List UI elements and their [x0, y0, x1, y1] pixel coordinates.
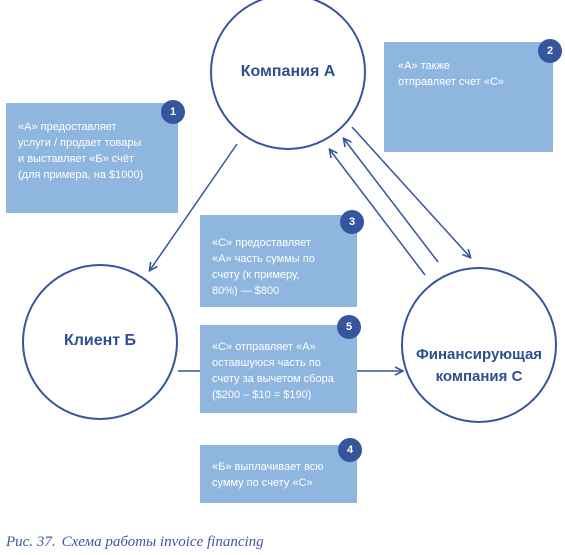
- arrow-a-to-c: [351, 126, 470, 257]
- figure-number: Рис. 37.: [6, 534, 56, 550]
- client-b-node: [22, 264, 178, 420]
- arrow-c-to-a-first: [344, 139, 439, 263]
- figure-caption: Рис. 37. Схема работы invoice financing: [6, 534, 264, 551]
- step-1-text: «А» предоставляет услуги / продает товар…: [18, 121, 144, 181]
- step-box-5: «С» отправляет «А» оставшуюся часть по с…: [200, 325, 357, 413]
- step-badge-4: 4: [338, 438, 362, 462]
- arrow-a-to-b: [150, 143, 238, 270]
- step-box-2: «А» также отправляет счет «С»: [384, 42, 553, 152]
- step-badge-2: 2: [538, 39, 562, 63]
- financing-company-c-node: [401, 267, 557, 423]
- step-3-text: «С» предоставляет «А» часть суммы по сче…: [212, 237, 315, 297]
- step-box-1: «А» предоставляет услуги / продает товар…: [6, 103, 178, 213]
- step-box-3: «С» предоставляет «А» часть суммы по сче…: [200, 215, 357, 307]
- figure-title: Схема работы invoice financing: [61, 534, 264, 550]
- step-badge-1: 1: [161, 100, 185, 124]
- step-5-text: «С» отправляет «А» оставшуюся часть по с…: [212, 341, 334, 401]
- step-box-4: «Б» выплачивает всю сумму по счету «С»: [200, 445, 357, 503]
- step-badge-5: 5: [337, 315, 361, 339]
- step-4-text: «Б» выплачивает всю сумму по счету «С»: [212, 461, 324, 489]
- client-b-label: Клиент Б: [63, 332, 137, 349]
- company-a-label: Компания А: [240, 63, 336, 80]
- financing-company-c-label: Финансирующая компания С: [415, 346, 543, 385]
- step-2-text: «А» также отправляет счет «С»: [398, 60, 505, 88]
- arrow-c-to-a-second: [330, 150, 426, 276]
- step-badge-3: 3: [340, 210, 364, 234]
- company-a-node: [210, 0, 366, 150]
